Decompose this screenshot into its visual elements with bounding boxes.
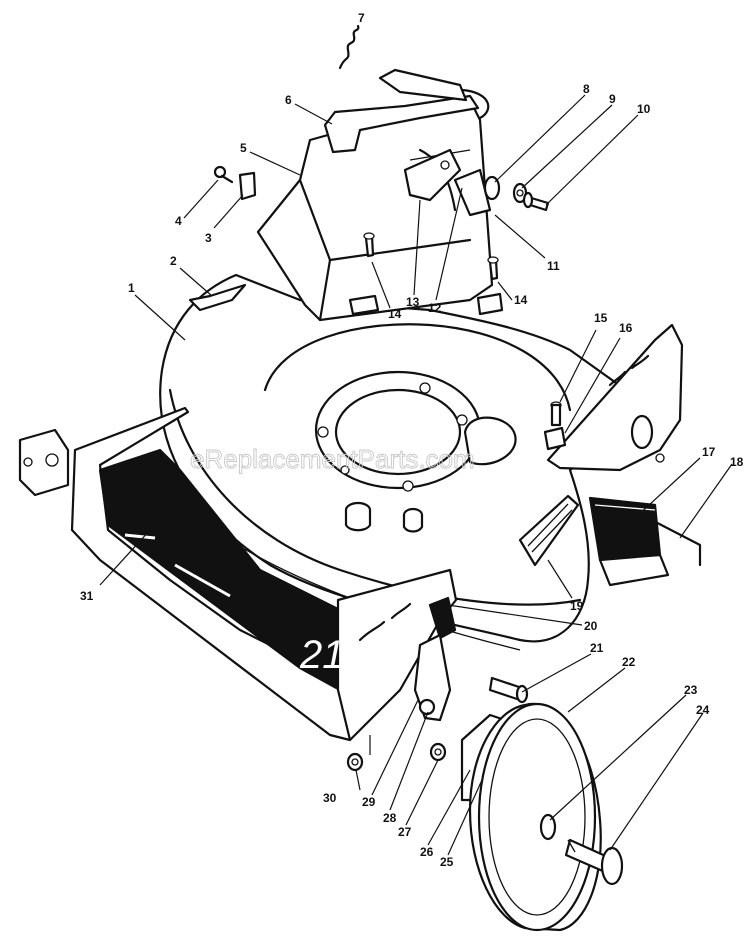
callout-7: 7: [358, 11, 365, 25]
axle-bolt-24: [564, 838, 624, 886]
callout-19: 19: [570, 599, 584, 613]
callout-30: 30: [323, 791, 337, 805]
callout-12: 12: [428, 301, 442, 315]
callout-31: 31: [80, 589, 94, 603]
callout-6: 6: [285, 93, 292, 107]
rear-height-bracket: [546, 323, 684, 472]
callout-25: 25: [440, 855, 454, 869]
callout-14b: 14: [514, 293, 528, 307]
callout-26: 26: [420, 845, 434, 859]
callout-11: 11: [547, 259, 560, 273]
deck-marking: 21: [299, 633, 345, 677]
bolt-15: [543, 401, 567, 451]
callout-15: 15: [594, 311, 608, 325]
callout-22: 22: [622, 655, 636, 669]
deck-bushings: [344, 501, 424, 533]
callout-27: 27: [398, 825, 412, 839]
front-skirt: [70, 406, 458, 742]
rod-18: [640, 513, 702, 567]
nuts-27-30: [346, 742, 447, 772]
wheel-22: [468, 702, 602, 932]
rear-flap: [188, 283, 247, 312]
callout-14a: 14: [388, 307, 402, 321]
callout-2: 2: [170, 254, 177, 268]
callout-1: 1: [128, 281, 135, 295]
callout-4: 4: [175, 214, 182, 228]
callout-8: 8: [583, 82, 590, 96]
washer-stack: [483, 175, 550, 212]
callout-29: 29: [362, 795, 376, 809]
callout-17: 17: [702, 445, 716, 459]
rear-deflector: [588, 496, 670, 587]
callout-28: 28: [383, 811, 397, 825]
bolts-14: [348, 232, 504, 316]
callout-9: 9: [609, 92, 616, 106]
height-adjust-plate: [403, 148, 492, 217]
callout-23: 23: [684, 683, 698, 697]
callout-24: 24: [696, 703, 710, 717]
decal-19: [518, 494, 580, 567]
callout-16: 16: [619, 321, 633, 335]
hardware-3-4: [213, 165, 257, 201]
deck-opening-ring: [314, 370, 517, 492]
callout-20: 20: [584, 619, 598, 633]
callout-labels: 1 2 3 4 5 6 7 8 9 10 11 12 13 14 14 15 1…: [80, 11, 744, 869]
height-lever-20: [413, 596, 457, 722]
callout-18: 18: [730, 455, 744, 469]
spring-7: [338, 24, 360, 70]
left-mount-bracket: [18, 428, 70, 497]
leader-lines: [99, 94, 733, 856]
callout-13: 13: [406, 295, 420, 309]
callout-10: 10: [637, 102, 651, 116]
callout-3: 3: [205, 231, 212, 245]
handle-grip: [323, 68, 490, 154]
watermark: eReplacementParts.com: [190, 444, 475, 474]
bolt-21: [488, 676, 529, 704]
callout-21: 21: [590, 641, 604, 655]
callout-5: 5: [240, 141, 247, 155]
